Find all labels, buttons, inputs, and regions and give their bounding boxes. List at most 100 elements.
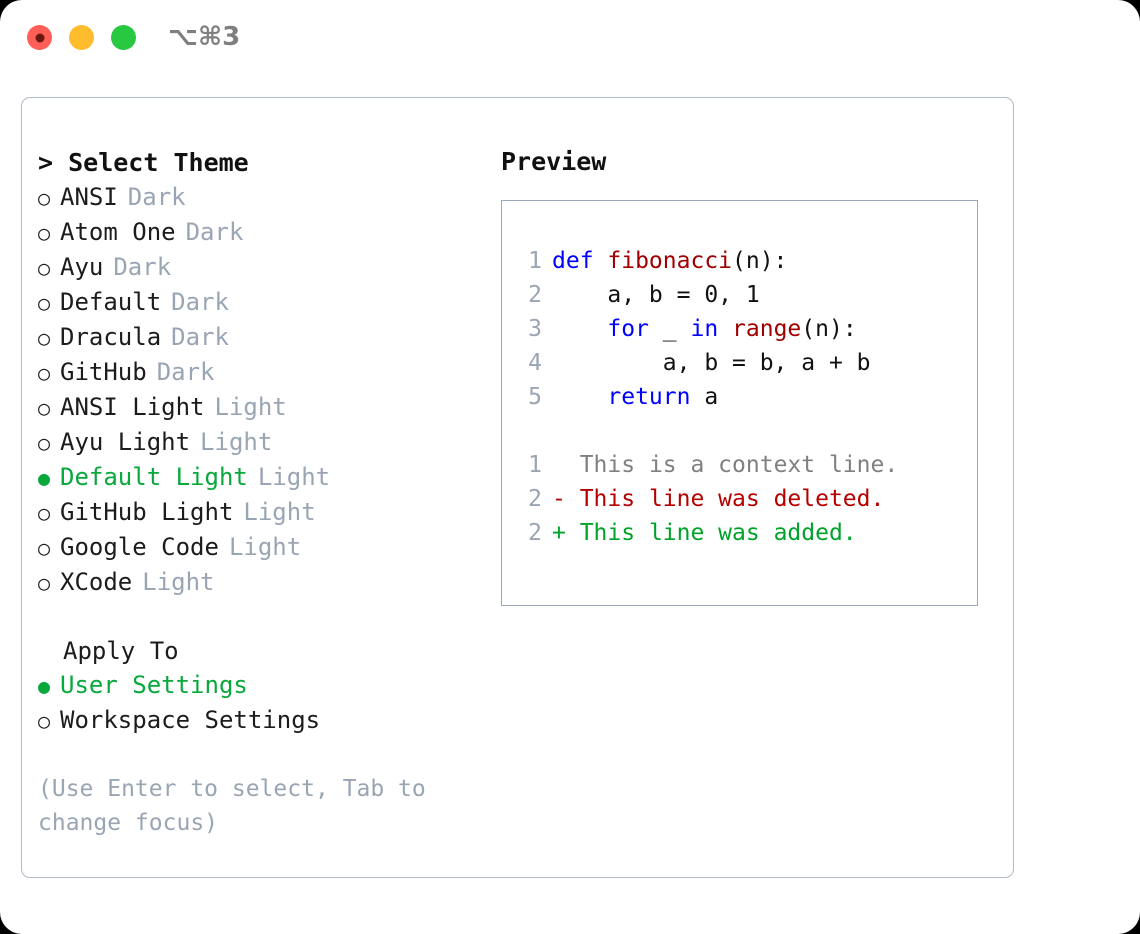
theme-option-github-light[interactable]: ○ GitHub Light Light — [38, 495, 498, 530]
diff-block: 1 This is a context line.2- This line wa… — [516, 448, 971, 550]
theme-option-atom-one[interactable]: ○ Atom One Dark — [38, 215, 498, 250]
code-token-pl: a, b = 0, 1 — [552, 282, 760, 308]
apply-to-list[interactable]: ●User Settings○Workspace Settings — [38, 668, 498, 738]
code-token-pl: (n): — [801, 316, 857, 342]
radio-unselected-icon: ○ — [38, 501, 51, 525]
radio-unselected-icon: ○ — [38, 431, 51, 455]
code-line-text: return a — [552, 380, 718, 414]
theme-option-ayu[interactable]: ○ Ayu Dark — [38, 250, 498, 285]
line-number: 4 — [528, 350, 542, 376]
theme-option-dracula[interactable]: ○ Dracula Dark — [38, 320, 498, 355]
theme-variant-badge: Light — [142, 568, 215, 596]
code-diff-gap — [516, 414, 971, 448]
code-line-text: for _ in range(n): — [552, 312, 857, 346]
code-token-pl: a — [690, 384, 719, 410]
apply-to-option-workspace-settings[interactable]: ○Workspace Settings — [38, 703, 498, 738]
radio-unselected-icon: ○ — [38, 396, 51, 420]
section-spacer — [38, 600, 498, 634]
radio-unselected-icon: ○ — [38, 186, 51, 210]
diff-marker: - — [552, 486, 580, 512]
code-token-kw: in — [690, 316, 719, 342]
theme-variant-badge: Dark — [127, 183, 186, 211]
code-token-kw: for — [607, 316, 649, 342]
theme-option-google-code[interactable]: ○ Google Code Light — [38, 530, 498, 565]
minimize-button-icon[interactable] — [69, 25, 94, 50]
diff-marker: + — [552, 520, 580, 546]
theme-option-label: Default Light — [60, 463, 248, 491]
line-number: 2 — [528, 282, 542, 308]
code-line: 2 a, b = 0, 1 — [516, 278, 971, 312]
maximize-button-icon[interactable] — [111, 25, 136, 50]
code-line-text: a, b = b, a + b — [552, 346, 871, 380]
code-line: 3 for _ in range(n): — [516, 312, 971, 346]
code-token-pl: a, b = b, a + b — [552, 350, 871, 376]
keyboard-hint-text: (Use Enter to select, Tab to change focu… — [38, 776, 440, 836]
radio-unselected-icon: ○ — [38, 256, 51, 280]
theme-option-label: ANSI Light — [60, 393, 205, 421]
code-token-pl: _ — [648, 316, 691, 342]
diff-line-text: This is a context line. — [579, 452, 899, 478]
theme-variant-badge: Dark — [171, 323, 229, 351]
apply-to-option-label: Workspace Settings — [60, 706, 321, 734]
theme-option-label: Google Code — [60, 533, 219, 561]
theme-variant-badge: Light — [228, 533, 302, 561]
line-number: 3 — [528, 316, 542, 342]
close-button-icon[interactable] — [27, 25, 52, 50]
theme-option-label: Dracula — [60, 323, 162, 351]
theme-option-label: Default — [60, 288, 162, 316]
code-token-fn: fibonacci — [607, 248, 733, 274]
diff-line-text: This line was deleted. — [579, 486, 885, 512]
theme-option-label: XCode — [60, 568, 133, 596]
theme-option-default[interactable]: ○ Default Dark — [38, 285, 498, 320]
diff-line: 1 This is a context line. — [516, 448, 971, 482]
theme-variant-badge: Light — [214, 393, 287, 421]
theme-variant-badge: Light — [243, 498, 316, 526]
code-token-pl: (n): — [732, 248, 788, 274]
radio-selected-icon: ● — [38, 466, 51, 490]
theme-option-label: Ayu Light — [60, 428, 191, 456]
line-number: 1 — [528, 248, 542, 274]
diff-marker — [552, 448, 580, 482]
code-line-text: a, b = 0, 1 — [552, 278, 760, 312]
theme-option-label: GitHub — [60, 358, 147, 386]
radio-unselected-icon: ○ — [38, 536, 51, 560]
theme-option-xcode[interactable]: ○ XCode Light — [38, 565, 498, 600]
window-controls — [27, 25, 136, 50]
diff-line: 2 + This line was added. — [516, 516, 971, 550]
select-theme-header: > Select Theme — [38, 148, 249, 177]
code-line: 5 return a — [516, 380, 971, 414]
theme-option-label: GitHub Light — [60, 498, 234, 526]
theme-option-ansi-light[interactable]: ○ ANSI Light Light — [38, 390, 498, 425]
theme-variant-badge: Dark — [185, 218, 244, 246]
theme-variant-badge: Dark — [156, 358, 215, 386]
code-line: 1 def fibonacci(n): — [516, 244, 971, 278]
radio-unselected-icon: ○ — [38, 221, 51, 245]
diff-line-number: 1 — [528, 452, 542, 478]
theme-option-label: Atom One — [60, 218, 176, 246]
theme-variant-badge: Dark — [171, 288, 229, 316]
apply-to-header: Apply To — [63, 637, 179, 665]
code-token-pl — [552, 384, 607, 410]
radio-unselected-icon: ○ — [38, 326, 51, 350]
apply-to-option-user-settings[interactable]: ●User Settings — [38, 668, 498, 703]
theme-option-label: Ayu — [60, 253, 104, 281]
code-line: 4 a, b = b, a + b — [516, 346, 971, 380]
diff-line: 2- This line was deleted. — [516, 482, 971, 516]
radio-unselected-icon: ○ — [38, 571, 51, 595]
title-bar: ⌥⌘3 — [0, 0, 1140, 80]
diff-line-number: 2 — [528, 520, 542, 546]
radio-unselected-icon: ○ — [38, 291, 51, 315]
theme-variant-badge: Dark — [113, 253, 172, 281]
diff-line-text: This line was added. — [579, 520, 857, 546]
code-token-kw: def — [552, 248, 608, 274]
